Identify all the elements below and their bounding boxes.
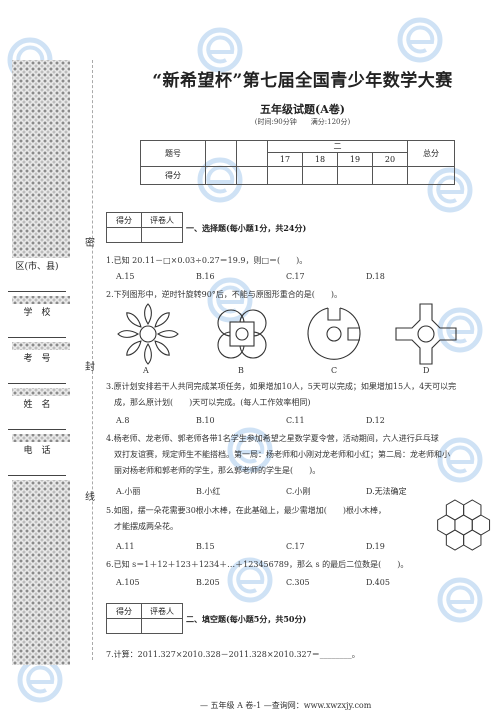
field-district: 区(市、县) xyxy=(4,258,70,296)
q2-figure-d xyxy=(395,303,457,365)
q5-text-1: 5.如图，摆一朵花需要30根小木棒，在此基础上，最少需增加( )根小木棒， xyxy=(106,506,387,515)
q4-option-a: A.小丽 xyxy=(116,487,141,496)
q2-option-b: B xyxy=(238,366,244,375)
section-two-title: 二、填空题(每小题5分，共50分) xyxy=(186,614,307,624)
grader-box-1: 得分评卷人 xyxy=(106,212,183,243)
field-exam-number: 考 号 xyxy=(4,350,70,388)
field-school: 学 校 xyxy=(4,304,70,342)
q3-option-c: C.11 xyxy=(286,416,305,425)
q1-option-b: B.16 xyxy=(196,272,215,281)
score-total-label: 总分 xyxy=(407,140,455,167)
q3-option-b: B.10 xyxy=(196,416,215,425)
q1-option-c: C.17 xyxy=(286,272,305,281)
q3-option-d: D.12 xyxy=(366,416,385,425)
q4-option-c: C.小刚 xyxy=(286,487,311,496)
q5-text-2: 才能摆成两朵花。 xyxy=(114,522,178,531)
q2-figures xyxy=(117,303,457,365)
seal-line xyxy=(92,60,93,660)
q4-option-b: B.小红 xyxy=(196,487,221,496)
q1-option-a: A.15 xyxy=(116,272,135,281)
seal-char-xian: 线 xyxy=(85,492,95,503)
q6-option-c: C.305 xyxy=(286,578,310,587)
q6-option-d: D.405 xyxy=(366,578,390,587)
q2-option-c: C xyxy=(331,366,338,375)
exam-title: “新希望杯”第七届全国青少年数学大赛 xyxy=(152,71,453,91)
score-label-score: 得分 xyxy=(140,166,206,185)
q2-figure-c xyxy=(307,307,361,360)
q2-option-a: A xyxy=(143,366,149,375)
q2-option-d: D xyxy=(423,366,430,375)
q2-figure-b xyxy=(217,309,267,359)
q3-text-1: 3.原计划安排若干人共同完成某项任务，如果增加10人，5天可以完成；如果增加15… xyxy=(106,382,457,391)
score-q20: 20 xyxy=(372,152,408,167)
score-group: 二 xyxy=(267,140,408,153)
q5-option-b: B.15 xyxy=(196,542,215,551)
time-info: (时间:90分钟 满分:120分) xyxy=(254,118,351,126)
grader-box-2: 得分评卷人 xyxy=(106,603,183,634)
field-name: 姓 名 xyxy=(4,396,70,434)
page-footer: — 五年级 A 卷-1 —查询网：www.xwzxjy.com xyxy=(200,701,372,710)
q4-text-3: 丽对杨老师和郭老师的学生，那么郭老师的学生是( )。 xyxy=(114,466,321,475)
q5-option-a: A.11 xyxy=(116,542,135,551)
q5-option-d: D.19 xyxy=(366,542,385,551)
q5-hexagon-figure xyxy=(437,499,491,551)
q1-option-d: D.18 xyxy=(366,272,385,281)
seal-char-mi: 密 xyxy=(85,238,95,249)
q6-option-a: A.105 xyxy=(116,578,140,587)
q6-option-b: B.205 xyxy=(196,578,220,587)
score-table: 题号 二 总分 17 18 19 20 得分 xyxy=(140,140,455,185)
section-one-title: 一、选择题(每小题1分，共24分) xyxy=(186,223,307,233)
q4-option-d: D.无法确定 xyxy=(366,487,407,496)
score-q19: 19 xyxy=(337,152,373,167)
exam-subtitle: 五年级试题(A卷) xyxy=(260,103,345,116)
q6-text: 6.已知 s＝1＋12＋123＋1234＋…＋123456789，那么 s 的最… xyxy=(106,560,409,569)
q7-text: 7.计算：2011.327×2010.328－2011.328×2010.327… xyxy=(106,650,360,659)
q2-figure-a xyxy=(117,303,179,365)
score-q18: 18 xyxy=(302,152,338,167)
q4-text-2: 双打友谊赛，规定师生不能搭档。第一局：杨老师和小刚对龙老师和小红；第二局：龙老师… xyxy=(114,450,450,459)
q2-text: 2.下列图形中，逆时针旋转90°后，不能与原图形重合的是( )。 xyxy=(106,290,343,299)
seal-char-feng: 封 xyxy=(85,362,95,373)
q3-text-2: 成，那么原计划( )天可以完成。(每人工作效率相同) xyxy=(114,398,311,407)
field-phone: 电 话 xyxy=(4,442,70,480)
q1-text: 1.已知 20.11－□×0.03÷0.27＝19.9，则□＝( )。 xyxy=(106,256,308,265)
q3-option-a: A.8 xyxy=(116,416,130,425)
score-label-title: 题号 xyxy=(140,140,206,167)
q4-text-1: 4.杨老师、龙老师、郭老师各带1名学生参加希望之星数学夏令营，活动期间，六人进行… xyxy=(106,434,439,443)
q5-option-c: C.17 xyxy=(286,542,305,551)
score-q17: 17 xyxy=(267,152,303,167)
